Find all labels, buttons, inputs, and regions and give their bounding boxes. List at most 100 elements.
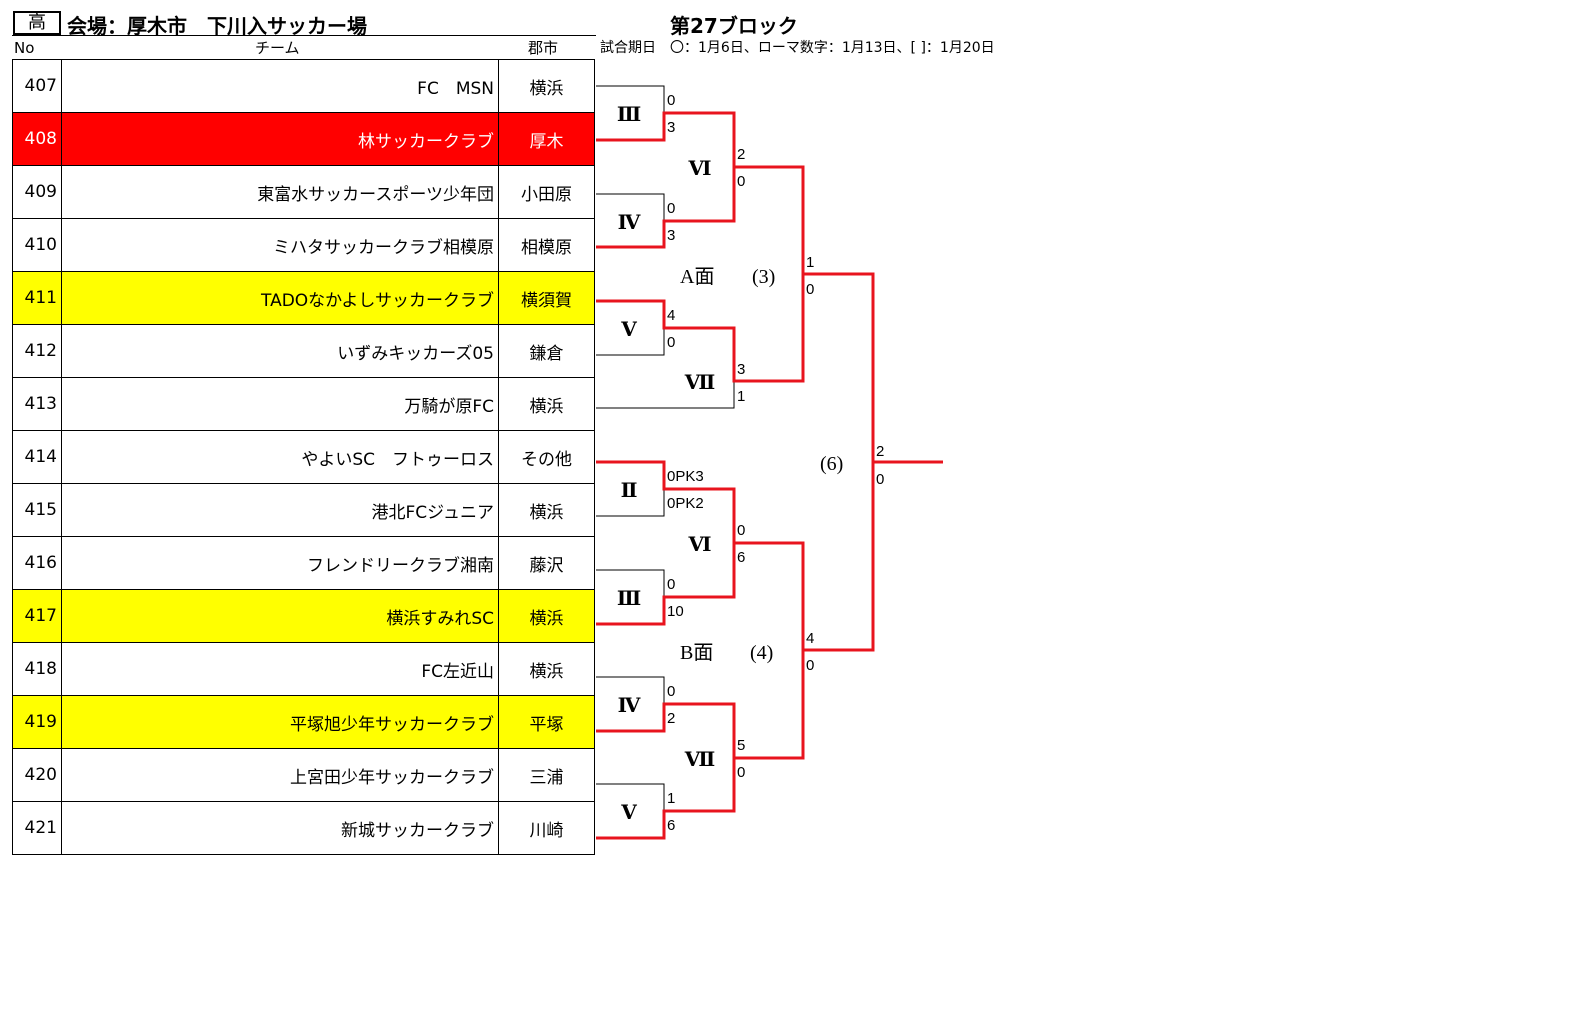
team-name: 平塚旭少年サッカークラブ xyxy=(61,695,499,749)
score: 4 xyxy=(667,307,675,324)
field-label-b: B面 xyxy=(680,642,713,664)
bracket-lines-winners xyxy=(596,111,943,840)
team-number: 414 xyxy=(12,430,62,484)
score: 4 xyxy=(806,630,814,647)
block-title: 第27ブロック xyxy=(670,14,798,38)
score: 0 xyxy=(737,764,745,781)
team-name: 万騎が原FC xyxy=(61,377,499,431)
team-number: 416 xyxy=(12,536,62,590)
score: 2 xyxy=(876,443,884,460)
team-name: TADOなかよしサッカークラブ xyxy=(61,271,499,325)
team-city: 横須賀 xyxy=(498,271,595,325)
score: 0 xyxy=(667,334,675,351)
round-label-6: Ⅳ xyxy=(618,695,641,717)
score: 0 xyxy=(667,576,675,593)
score: 2 xyxy=(737,146,745,163)
team-number: 410 xyxy=(12,218,62,272)
team-name: 横浜すみれSC xyxy=(61,589,499,643)
score: 0 xyxy=(806,657,814,674)
team-number: 413 xyxy=(12,377,62,431)
round-label-7: Ⅴ xyxy=(620,802,637,824)
round-number-final: (6) xyxy=(820,453,843,475)
team-number: 419 xyxy=(12,695,62,749)
score: 0 xyxy=(667,92,675,109)
score: 0 xyxy=(667,683,675,700)
col-header-no: No xyxy=(14,39,35,57)
score: 6 xyxy=(667,817,675,834)
score: 0 xyxy=(876,471,884,488)
team-city: 川崎 xyxy=(498,801,595,855)
team-city: 厚木 xyxy=(498,112,595,166)
score: 6 xyxy=(737,549,745,566)
team-city: 横浜 xyxy=(498,377,595,431)
team-name: ミハタサッカークラブ相模原 xyxy=(61,218,499,272)
team-number: 415 xyxy=(12,483,62,537)
team-city: 横浜 xyxy=(498,59,595,113)
team-city: 鎌倉 xyxy=(498,324,595,378)
team-name: やよいSC フトゥーロス xyxy=(61,430,499,484)
team-number: 408 xyxy=(12,112,62,166)
team-name: 港北FCジュニア xyxy=(61,483,499,537)
category-badge: 高 xyxy=(13,11,61,35)
team-name: フレンドリークラブ湘南 xyxy=(61,536,499,590)
team-number: 411 xyxy=(12,271,62,325)
header-underline xyxy=(12,35,596,36)
round-label-4: Ⅱ xyxy=(621,480,638,502)
score: 0PK2 xyxy=(667,495,704,512)
round-label-1: Ⅲ xyxy=(617,104,641,126)
round-number-a: (3) xyxy=(752,266,775,288)
team-name: FC MSN xyxy=(61,59,499,113)
round-label-q4: Ⅶ xyxy=(684,749,716,771)
round-number-b: (4) xyxy=(750,642,773,664)
round-label-5: Ⅲ xyxy=(617,588,641,610)
match-date-legend: 試合期日 〇：1月6日、ローマ数字：1月13日、[ ]：1月20日 xyxy=(600,40,995,56)
team-city: その他 xyxy=(498,430,595,484)
score: 3 xyxy=(667,227,675,244)
round-label-q3: Ⅵ xyxy=(688,534,712,556)
venue-title: 会場：厚木市 下川入サッカー場 xyxy=(67,14,367,38)
col-header-team: チーム xyxy=(255,39,300,57)
team-name: FC左近山 xyxy=(61,642,499,696)
score: 5 xyxy=(737,737,745,754)
score: 1 xyxy=(667,790,675,807)
team-number: 417 xyxy=(12,589,62,643)
round-label-3: Ⅴ xyxy=(620,319,637,341)
team-name: 林サッカークラブ xyxy=(61,112,499,166)
team-name: 東富水サッカースポーツ少年団 xyxy=(61,165,499,219)
team-city: 小田原 xyxy=(498,165,595,219)
team-number: 421 xyxy=(12,801,62,855)
team-city: 横浜 xyxy=(498,642,595,696)
score: 1 xyxy=(737,388,745,405)
score: 3 xyxy=(737,361,745,378)
field-label-a: A面 xyxy=(680,266,714,288)
round-label-q2: Ⅶ xyxy=(684,372,716,394)
score: 0PK3 xyxy=(667,468,704,485)
col-header-city: 郡市 xyxy=(528,39,559,57)
team-city: 藤沢 xyxy=(498,536,595,590)
score: 3 xyxy=(667,119,675,136)
score: 1 xyxy=(806,254,814,271)
team-number: 412 xyxy=(12,324,62,378)
team-city: 三浦 xyxy=(498,748,595,802)
score: 0 xyxy=(737,522,745,539)
score: 10 xyxy=(667,603,684,620)
round-label-q1: Ⅵ xyxy=(688,158,712,180)
score: 0 xyxy=(806,281,814,298)
team-name: 新城サッカークラブ xyxy=(61,801,499,855)
